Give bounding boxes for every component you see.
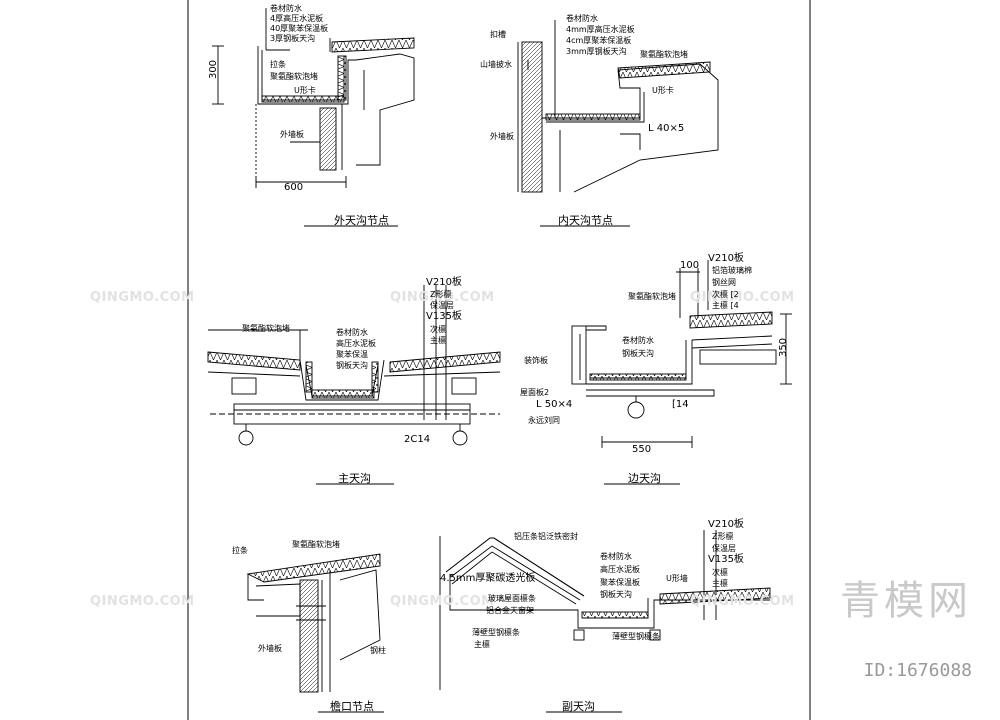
label: 聚氨酯软泡堵 <box>640 50 688 59</box>
label: U形墙 <box>666 574 688 583</box>
label: 山墙披水 <box>480 60 512 69</box>
label: 保温层 <box>430 301 454 310</box>
label: 外墙板 <box>258 644 282 653</box>
label: 永远刘同 <box>528 416 560 425</box>
label: 聚苯保温板 <box>600 578 640 587</box>
label: 铝压条铝泛铁密封 <box>514 532 578 541</box>
label: 钢柱 <box>370 646 386 655</box>
label: 卷材防水 <box>336 328 368 337</box>
label: V210板 <box>708 253 744 264</box>
watermark-text: QINGMO.COM <box>90 290 195 305</box>
watermark-text: QINGMO.COM <box>390 290 495 305</box>
image-id-label: ID:1676088 <box>863 660 972 681</box>
label: 拉条 <box>270 60 286 69</box>
label: 卷材防水 <box>600 552 632 561</box>
panel-title: 内天沟节点 <box>558 214 613 227</box>
label: 次檩 [2 <box>712 290 739 299</box>
label: [14 <box>672 399 689 410</box>
watermark-text: QINGMO.COM <box>690 290 795 305</box>
label: 卷材防水 <box>566 14 598 23</box>
label: U形卡 <box>652 86 674 95</box>
label: 聚氨酯软泡堵 <box>270 72 318 81</box>
sheet-frame <box>187 0 811 720</box>
label: 屋面板2 <box>520 388 550 397</box>
label: 4cm厚聚苯保温板 <box>566 36 632 45</box>
label: 玻璃屋面檩条 <box>488 594 536 603</box>
label: 薄壁型钢檩条 <box>612 632 660 641</box>
label: 40厚聚苯保温板 <box>270 24 329 33</box>
label: Z形檩 <box>712 532 734 541</box>
label: V210板 <box>708 519 744 530</box>
label: 薄壁型钢檩条 <box>472 628 520 637</box>
label: V135板 <box>426 311 462 322</box>
side-gutter-drawing <box>571 260 792 448</box>
panel-title: 边天沟 <box>628 472 661 485</box>
outer-gutter-drawing <box>212 8 415 188</box>
label: 外墙板 <box>490 132 514 141</box>
label: 钢丝网 <box>712 278 736 287</box>
brand-watermark: 青模网 <box>840 578 972 624</box>
label: 4厚高压水泥板 <box>270 14 324 23</box>
label: 次檩 <box>712 568 728 577</box>
label: 聚氨酯软泡堵 <box>628 292 676 301</box>
label: L 40×5 <box>648 123 685 134</box>
dimension-label: 600 <box>284 182 304 193</box>
label: 4mm厚高压水泥板 <box>566 25 635 34</box>
label: 聚氨酯软泡堵 <box>242 324 290 333</box>
label: 主檩 [4 <box>712 301 739 310</box>
label: 钢板天沟 <box>622 349 654 358</box>
label: 装饰板 <box>524 356 548 365</box>
watermark-text: QINGMO.COM <box>90 594 195 609</box>
label: 4.5mm厚聚碳透光板 <box>440 573 536 584</box>
label: 外墙板 <box>280 130 304 139</box>
panel-title: 外天沟节点 <box>334 214 389 227</box>
label: 高压水泥板 <box>600 565 640 574</box>
watermark-text: QINGMO.COM <box>390 594 495 609</box>
label: 次檩 <box>430 325 446 334</box>
panel-title: 主天沟 <box>338 472 371 485</box>
label: 铝箔玻璃棉 <box>712 266 752 275</box>
label: 铝合金天窗架 <box>486 606 534 615</box>
dimension-label: 100 <box>680 260 700 271</box>
title-underlines <box>304 225 680 713</box>
label: U形卡 <box>294 86 316 95</box>
label: 保温层 <box>712 544 736 553</box>
label: 扣槽 <box>490 30 506 39</box>
panel-title: 副天沟 <box>562 700 595 713</box>
dimension-label: 350 <box>778 337 790 358</box>
watermark-text: QINGMO.COM <box>690 594 795 609</box>
dimension-label: 300 <box>208 59 220 80</box>
label: 主檩 <box>712 579 728 588</box>
label: 卷材防水 <box>270 4 302 13</box>
label: 3厚钢板天沟 <box>270 34 316 43</box>
label: 主檩 <box>474 640 490 649</box>
panel-title: 檐口节点 <box>330 700 374 713</box>
label: 卷材防水 <box>622 336 654 345</box>
eave-drawing <box>246 553 381 693</box>
label: L 50×4 <box>536 399 573 410</box>
dimension-label: 550 <box>632 444 652 455</box>
label: 主檩 <box>430 336 446 345</box>
main-gutter-drawing <box>207 285 501 446</box>
inner-gutter-drawing <box>517 20 719 193</box>
label: 钢板天沟 <box>600 590 632 599</box>
label: 3mm厚钢板天沟 <box>566 47 627 56</box>
label: 拉条 <box>232 546 248 555</box>
label: 聚氨酯软泡堵 <box>292 540 340 549</box>
sub-gutter-drawing <box>439 530 771 690</box>
dimension-label: 2C14 <box>404 434 431 445</box>
label: 钢板天沟 <box>336 361 368 370</box>
label: 高压水泥板 <box>336 339 376 348</box>
label: V210板 <box>426 277 462 288</box>
label: Z形檩 <box>430 290 452 299</box>
label: 聚苯保温 <box>336 350 368 359</box>
label: V135板 <box>708 554 744 565</box>
